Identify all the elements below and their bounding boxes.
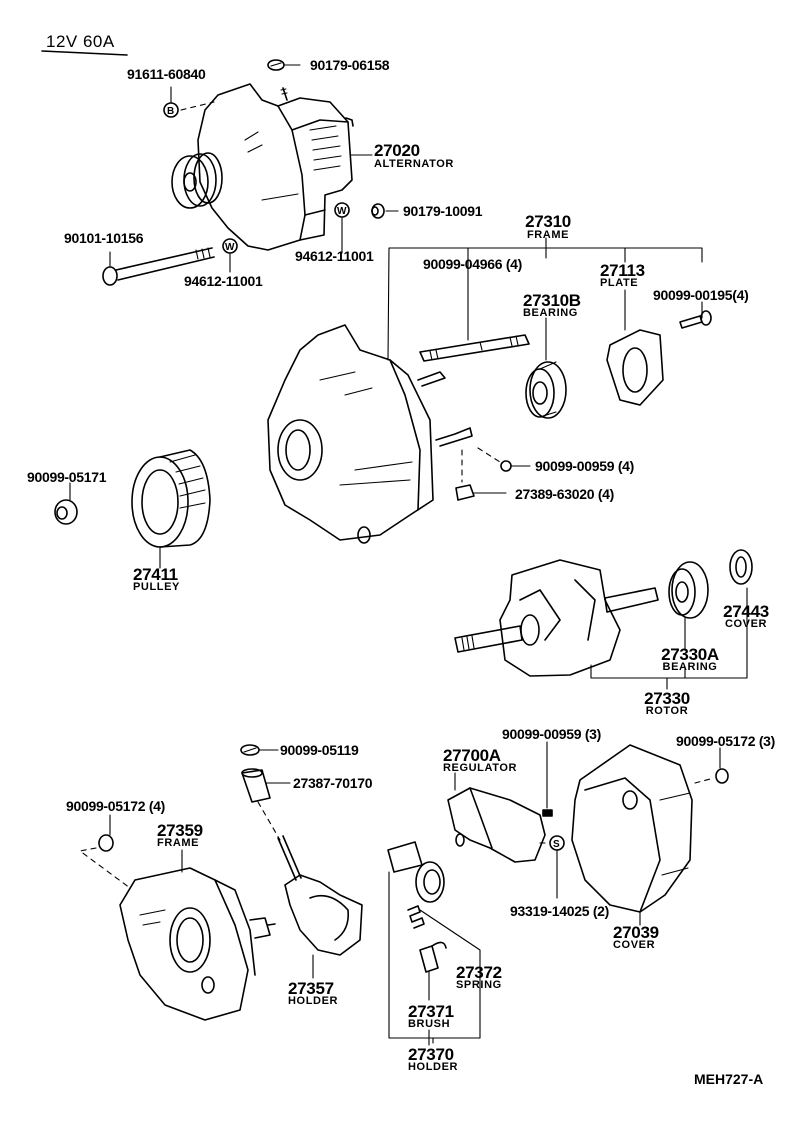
- svg-text:W: W: [337, 206, 347, 217]
- part-label-27039: 27039: [613, 923, 659, 942]
- part-label-94612-11001-b: 94612-11001: [184, 273, 263, 289]
- part-name-bearing-27310B: BEARING: [523, 307, 578, 319]
- part-label-27310B: 27310B: [523, 291, 581, 310]
- part-label-91611-60840: 91611-60840: [127, 66, 206, 82]
- pulley-27411-drawing: [131, 449, 211, 569]
- screw-90099-00195-drawing: [679, 310, 712, 329]
- nut-90179-06158-drawing: [267, 59, 285, 71]
- rotor-27330-drawing: [454, 549, 753, 690]
- drawing-code: MEH727-A: [694, 1071, 764, 1087]
- part-label-27113: 27113: [600, 261, 645, 280]
- part-name-holder-27370: HOLDER: [408, 1061, 459, 1073]
- diagram-title: 12V 60A: [46, 32, 115, 51]
- screw-90099-00959-3-drawing: [542, 741, 553, 817]
- part-label-90179-06158: 90179-06158: [310, 57, 390, 73]
- part-name-frame-27359: FRAME: [157, 837, 200, 849]
- part-name-holder-27357: HOLDER: [288, 995, 339, 1007]
- part-label-27330A: 27330A: [661, 645, 719, 664]
- part-label-90099-00959-4: 90099-00959 (4): [535, 458, 635, 474]
- part-label-27411: 27411: [133, 565, 178, 584]
- plate-27113-drawing: [606, 329, 664, 406]
- nut-90179-10091-drawing: [371, 203, 385, 219]
- regulator-27700A-drawing: [447, 772, 546, 863]
- part-name-pulley: PULLEY: [133, 581, 180, 593]
- part-name-cover-27039: COVER: [613, 939, 656, 951]
- nut-90099-05172-4-drawing: [79, 814, 131, 889]
- part-label-27359: 27359: [157, 821, 203, 840]
- part-name-plate: PLATE: [600, 277, 639, 289]
- nut-90099-05119-drawing: [240, 744, 279, 756]
- part-label-27310: 27310: [525, 212, 571, 231]
- part-name-regulator: REGULATOR: [443, 762, 518, 774]
- bolt-symbol-B: B: [163, 102, 179, 118]
- part-label-93319-14025: 93319-14025 (2): [510, 903, 610, 919]
- part-label-27389-63020: 27389-63020 (4): [515, 486, 615, 502]
- screw-90099-00959-4-drawing: [477, 447, 531, 472]
- bearing-27310B-drawing: [525, 361, 567, 419]
- insulator-27387-70170-drawing: [241, 768, 291, 841]
- part-name-brush: BRUSH: [408, 1018, 451, 1030]
- part-name-cover-27443: COVER: [724, 618, 768, 630]
- part-label-90099-05172-4: 90099-05172 (4): [66, 798, 166, 814]
- part-label-90099-00959-3: 90099-00959 (3): [502, 726, 602, 742]
- frame-27310-bracket: [387, 237, 703, 361]
- stud-90099-04966-drawing: [419, 334, 530, 362]
- svg-text:W: W: [225, 242, 235, 253]
- part-label-90099-05172-3: 90099-05172 (3): [676, 733, 776, 749]
- part-label-90099-05171: 90099-05171: [27, 469, 107, 485]
- part-label-27387-70170: 27387-70170: [293, 775, 373, 791]
- svg-text:S: S: [553, 839, 560, 850]
- frame-27359-drawing: [119, 849, 276, 1021]
- part-label-27370: 27370: [408, 1045, 454, 1064]
- part-label-94612-11001-a: 94612-11001: [295, 248, 374, 264]
- part-label-27700A: 27700A: [443, 746, 501, 765]
- washer-symbol-W-1: W: [334, 202, 350, 218]
- part-label-27371: 27371: [408, 1002, 454, 1021]
- part-label-27372: 27372: [456, 963, 502, 982]
- part-label-90179-10091: 90179-10091: [403, 203, 483, 219]
- cover-27039-drawing: [571, 744, 693, 926]
- part-label-27330: 27330: [644, 689, 690, 708]
- part-name-bearing-27330A: BEARING: [662, 661, 718, 673]
- washer-symbol-W-2: W: [222, 238, 238, 254]
- part-label-90099-05119: 90099-05119: [280, 742, 359, 758]
- part-label-27357: 27357: [288, 979, 334, 998]
- nut-90099-05171-drawing: [54, 482, 78, 525]
- svg-text:B: B: [167, 106, 174, 117]
- part-name-spring: SPRING: [456, 979, 502, 991]
- part-label-27443: 27443: [723, 602, 769, 621]
- part-label-90099-04966: 90099-04966 (4): [423, 256, 523, 272]
- part-name-rotor: ROTOR: [645, 705, 689, 717]
- title-underline: [41, 50, 128, 56]
- terminal-27389-63020-drawing: [455, 449, 507, 501]
- part-label-90099-00195: 90099-00195(4): [653, 287, 749, 303]
- brush-holder-27370-drawing: [387, 841, 481, 1046]
- bolt-90101-10156-drawing: [102, 247, 215, 286]
- part-name-frame-27310: FRAME: [526, 229, 570, 241]
- part-label-27020: 27020: [374, 141, 420, 160]
- washer-symbol-S: S: [539, 835, 565, 899]
- nut-90099-05172-3-drawing: [694, 747, 729, 784]
- alternator-assembly-drawing: [109, 64, 399, 273]
- holder-27357-drawing: [277, 835, 363, 979]
- part-label-90101-10156: 90101-10156: [64, 230, 144, 246]
- frame-27310-drawing: [267, 324, 473, 544]
- part-name-alternator: ALTERNATOR: [374, 158, 454, 170]
